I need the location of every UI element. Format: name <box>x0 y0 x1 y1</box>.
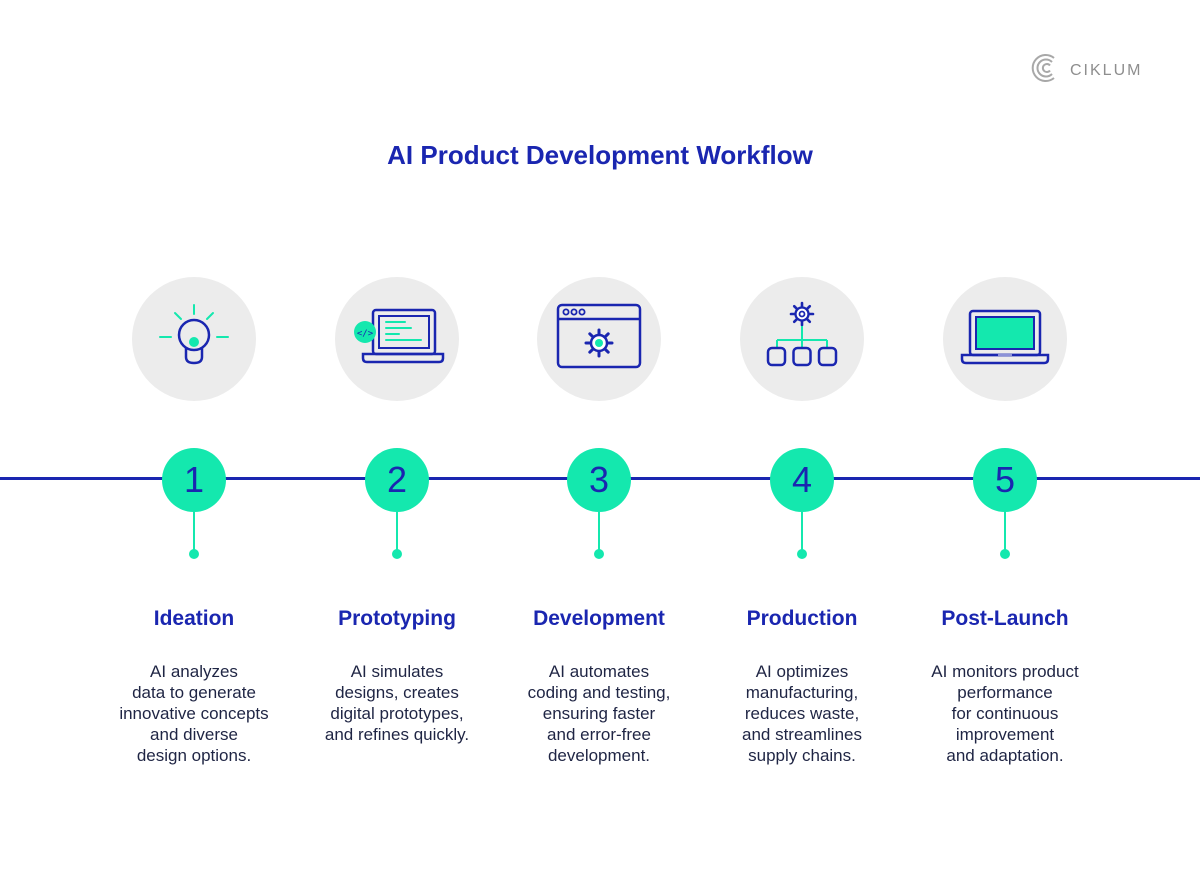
page-title: AI Product Development Workflow <box>387 140 813 170</box>
step-connector <box>193 512 195 552</box>
laptop-icon <box>960 307 1050 372</box>
step-number: 5 <box>973 448 1037 512</box>
step-title: Ideation <box>153 607 235 630</box>
ciklum-logo-text: CIKLUM <box>1070 61 1143 79</box>
step-description: AI automates coding and testing, ensurin… <box>527 662 671 765</box>
step-description: AI analyzes data to generate innovative … <box>119 662 269 765</box>
step-connector <box>1004 512 1006 552</box>
step-dot <box>189 549 199 559</box>
gear-hierarchy-icon <box>762 300 842 379</box>
step-dot <box>1000 549 1010 559</box>
icon-circle <box>537 277 661 401</box>
step-title: Post-Launch <box>941 607 1069 630</box>
step-number: 1 <box>162 448 226 512</box>
step-dot <box>594 549 604 559</box>
step-number: 2 <box>365 448 429 512</box>
icon-circle <box>132 277 256 401</box>
step-number: 4 <box>770 448 834 512</box>
lightbulb-icon <box>154 297 234 382</box>
step-connector <box>396 512 398 552</box>
step-connector <box>801 512 803 552</box>
step-dot <box>797 549 807 559</box>
step-description: AI optimizes manufacturing, reduces wast… <box>741 662 862 765</box>
step-title: Development <box>533 607 665 630</box>
step-title: Prototyping <box>338 607 456 630</box>
step-connector <box>598 512 600 552</box>
step-description: AI simulates designs, creates digital pr… <box>324 662 470 744</box>
browser-gear-icon <box>556 303 642 376</box>
step-number: 3 <box>567 448 631 512</box>
ciklum-logo-icon <box>1028 50 1064 91</box>
icon-circle <box>740 277 864 401</box>
ciklum-logo: CIKLUM <box>1028 50 1142 91</box>
step-dot <box>392 549 402 559</box>
laptop-code-icon: </> <box>349 302 445 377</box>
svg-text:</>: </> <box>357 329 374 339</box>
step-title: Production <box>746 607 858 630</box>
step-description: AI monitors product performance for cont… <box>931 662 1079 765</box>
icon-circle: </> <box>335 277 459 401</box>
icon-circle <box>943 277 1067 401</box>
